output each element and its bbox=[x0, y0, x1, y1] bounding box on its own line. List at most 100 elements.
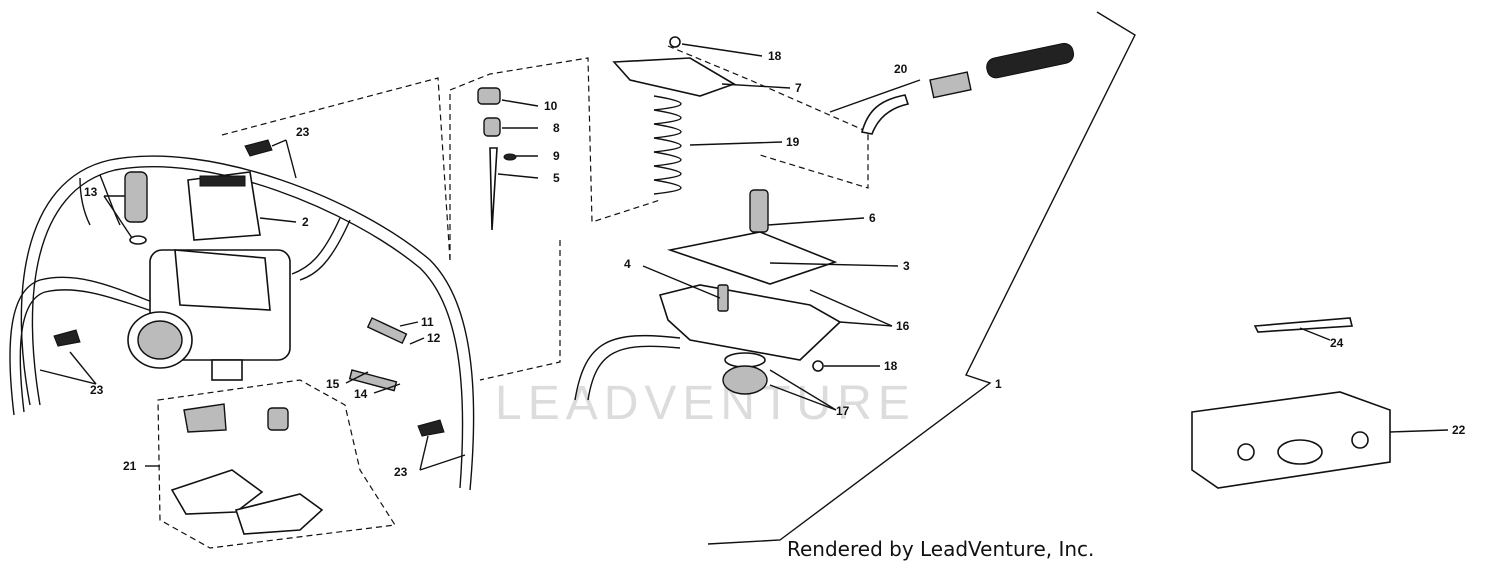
callout-12: 12 bbox=[427, 331, 441, 345]
callout-21: 21 bbox=[123, 459, 137, 473]
part-16-bowl bbox=[658, 284, 842, 361]
vent-hose-outer bbox=[99, 174, 121, 226]
leader-23b2 bbox=[39, 369, 97, 385]
leader-5 bbox=[497, 173, 539, 179]
callout-15: 15 bbox=[326, 377, 340, 391]
leader-17 bbox=[769, 369, 837, 411]
cable-left-outer bbox=[9, 276, 161, 416]
leader-23a2 bbox=[285, 139, 297, 179]
part-18-screw-bowl bbox=[812, 360, 824, 372]
callout-2: 2 bbox=[302, 215, 309, 229]
leader-10 bbox=[501, 99, 539, 107]
callout-9: 9 bbox=[553, 149, 560, 163]
part-5-needle bbox=[489, 147, 498, 231]
part-20-grip bbox=[986, 42, 1075, 79]
part-8-clip bbox=[483, 117, 501, 137]
group-outline-lower bbox=[479, 240, 561, 381]
callout-1: 1 bbox=[995, 377, 1002, 391]
cable-left-inner bbox=[19, 289, 156, 413]
throttle-cable-inner bbox=[31, 166, 464, 489]
part-18-screw-top bbox=[669, 36, 681, 48]
leader-23c2 bbox=[419, 454, 466, 471]
callout-18: 18 bbox=[768, 49, 782, 63]
part-13-plunger bbox=[124, 171, 148, 223]
leader-19 bbox=[689, 141, 783, 146]
leader-16b bbox=[809, 289, 893, 327]
part-3-gasket bbox=[666, 231, 838, 285]
part-21-jet-holder bbox=[267, 407, 289, 431]
callout-23: 23 bbox=[296, 125, 310, 139]
callout-20: 20 bbox=[894, 62, 908, 76]
assembly-bracket-1 bbox=[707, 11, 1136, 545]
leader-12 bbox=[409, 337, 425, 345]
callout-24: 24 bbox=[1330, 336, 1344, 350]
callout-14: 14 bbox=[354, 387, 368, 401]
leader-18a bbox=[681, 43, 763, 57]
callout-5: 5 bbox=[553, 171, 560, 185]
part-22-logo bbox=[1277, 439, 1323, 465]
part-9-ring bbox=[503, 153, 517, 161]
part-21-float-b bbox=[234, 493, 324, 535]
part-2-block bbox=[187, 171, 261, 241]
group-outline-cap bbox=[667, 45, 869, 189]
leader-14 bbox=[373, 383, 401, 394]
part-7-cap bbox=[612, 57, 736, 97]
part-24-strip bbox=[1253, 317, 1354, 333]
callout-7: 7 bbox=[795, 81, 802, 95]
callout-11: 11 bbox=[421, 315, 434, 329]
leader-11 bbox=[399, 321, 419, 327]
leader-22 bbox=[1389, 429, 1449, 433]
leader-23c bbox=[419, 435, 429, 471]
callout-13: 13 bbox=[84, 185, 98, 199]
carb-air-screw bbox=[366, 317, 408, 345]
part-2-block-top bbox=[199, 175, 246, 187]
callout-10: 10 bbox=[544, 99, 558, 113]
part-21-float bbox=[170, 469, 264, 515]
callout-19: 19 bbox=[786, 135, 800, 149]
leader-6 bbox=[767, 217, 865, 226]
leader-23a bbox=[271, 139, 287, 147]
leader-13b bbox=[103, 195, 133, 239]
part-20-elbow bbox=[861, 94, 910, 135]
callout-17: 17 bbox=[836, 404, 850, 418]
part-13-washer bbox=[129, 235, 147, 245]
callout-18-bowl: 18 bbox=[884, 359, 898, 373]
drain-hose-inner bbox=[587, 345, 681, 401]
vent-hose bbox=[79, 177, 91, 226]
callout-23-bottom: 23 bbox=[394, 465, 408, 479]
group-outline-21 bbox=[157, 379, 397, 549]
overflow-hose-inner bbox=[291, 217, 341, 275]
leader-23b bbox=[69, 351, 97, 385]
part-4-float-pin bbox=[717, 284, 729, 312]
part-20-spring bbox=[929, 71, 972, 99]
leader-15 bbox=[345, 371, 369, 384]
callout-6: 6 bbox=[869, 211, 876, 225]
clip-23-bottom bbox=[417, 419, 445, 437]
carb-top bbox=[174, 249, 271, 311]
callout-3: 3 bbox=[903, 259, 910, 273]
group-outline-frame bbox=[221, 77, 451, 261]
part-17-plug bbox=[722, 365, 768, 395]
carb-bore-inner bbox=[137, 320, 183, 360]
part-19-spring bbox=[653, 95, 682, 195]
footer-credit: Rendered by LeadVenture, Inc. bbox=[787, 537, 1095, 561]
leader-16 bbox=[839, 321, 893, 327]
leader-4 bbox=[642, 265, 721, 299]
group-outline-throttle bbox=[449, 57, 661, 260]
leader-2 bbox=[259, 217, 297, 223]
callout-16: 16 bbox=[896, 319, 910, 333]
leader-7 bbox=[721, 83, 791, 89]
callout-4: 4 bbox=[624, 257, 631, 271]
callout-23-left: 23 bbox=[90, 383, 104, 397]
leader-3 bbox=[769, 262, 899, 267]
leader-17b bbox=[769, 384, 837, 411]
part-22-hole-b bbox=[1351, 431, 1369, 449]
leader-24 bbox=[1299, 327, 1331, 341]
drain-hose-outer bbox=[574, 335, 681, 401]
part-10-cap bbox=[477, 87, 501, 105]
watermark: LEADVENTURE bbox=[495, 377, 916, 430]
leader-20 bbox=[829, 79, 921, 113]
throttle-cable-outer bbox=[20, 155, 475, 491]
part-22-box bbox=[1191, 391, 1391, 489]
